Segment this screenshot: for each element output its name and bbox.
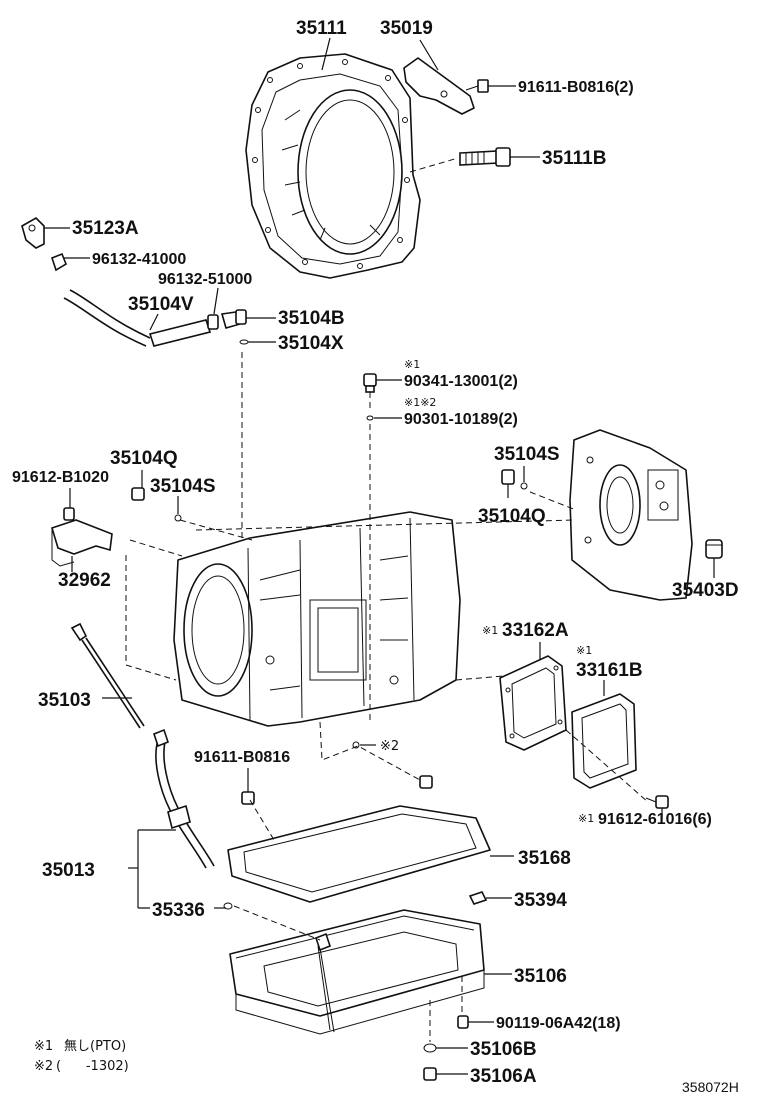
- clip-96132-51000-drawing: [207, 314, 219, 330]
- label-33161b: 33161B: [576, 660, 643, 681]
- label-35013: 35013: [42, 860, 95, 881]
- bolt-91612-61016-drawing: [645, 795, 669, 809]
- label-91611-b0816-2: 91611-B0816(2): [518, 79, 634, 96]
- oil-pan-35106-drawing: [229, 909, 485, 1035]
- o-ring-90301-10189-drawing: [366, 415, 374, 421]
- transmission-case-drawing: [173, 511, 461, 727]
- footnote-2-text: ( -1302): [56, 1059, 129, 1074]
- label-35111: 35111: [296, 18, 347, 39]
- plug-90341-13001-drawing: [363, 373, 377, 393]
- pan-gasket-35168-drawing: [227, 805, 491, 903]
- alignment-lines: [125, 157, 649, 1042]
- label-90301-10189-2: 90301-10189(2): [404, 411, 518, 428]
- label-96132-51000: 96132-51000: [158, 271, 252, 288]
- marker-1-b: ※1: [482, 624, 498, 637]
- label-35104x: 35104X: [278, 333, 344, 354]
- cover-33161b-drawing: [571, 693, 637, 789]
- leader-lines: [44, 37, 715, 1075]
- bracket-32962-drawing: [51, 519, 113, 567]
- label-35336: 35336: [152, 900, 205, 921]
- part-labels: 35111 35019 91611-B0816(2) 35111B 35123A…: [12, 18, 739, 1087]
- magnet-35394-drawing: [468, 891, 488, 905]
- label-91612-61016-6: 91612-61016(6): [598, 811, 712, 828]
- plug-35403d-drawing: [705, 539, 723, 559]
- footnote-2-mark: ※2: [34, 1059, 53, 1074]
- bolt-35111b-drawing: [459, 147, 511, 167]
- label-91612-b1020: 91612-B1020: [12, 469, 109, 486]
- label-96132-41000: 96132-41000: [92, 251, 186, 268]
- label-35104q-right: 35104Q: [478, 506, 546, 527]
- hose-35104v-drawing: [63, 289, 212, 347]
- filler-tube-35013-drawing: [153, 728, 215, 869]
- bracket-35019-drawing: [403, 57, 475, 115]
- label-35103: 35103: [38, 690, 91, 711]
- label-35394: 35394: [514, 890, 567, 911]
- left-fittings-drawing: [63, 487, 182, 522]
- label-35111b: 35111B: [542, 148, 606, 169]
- label-35123a: 35123A: [72, 218, 139, 239]
- o-ring-35104x-drawing: [239, 339, 249, 345]
- marker-2-a: ※2: [380, 739, 399, 754]
- gasket-33162a-drawing: [499, 655, 567, 751]
- label-35104s-right: 35104S: [494, 444, 560, 465]
- label-35168: 35168: [518, 848, 571, 869]
- label-35104b: 35104B: [278, 308, 345, 329]
- marker-1-c: ※1: [576, 644, 592, 657]
- clip-96132-41000-drawing: [51, 252, 67, 272]
- label-35019: 35019: [380, 18, 433, 39]
- label-35106: 35106: [514, 966, 567, 987]
- bolt-91611-b0816-drawing: [241, 741, 433, 805]
- label-35104q-left: 35104Q: [110, 448, 178, 469]
- footnote-1-mark: ※1: [34, 1039, 53, 1054]
- label-33162a: 33162A: [502, 620, 569, 641]
- marker-1-d: ※1: [578, 812, 594, 825]
- o-ring-35336-drawing: [223, 902, 233, 910]
- label-91611-b0816: 91611-B0816: [194, 749, 290, 766]
- right-fittings-drawing: [501, 469, 528, 490]
- extension-housing-drawing: [569, 429, 693, 601]
- label-35106b: 35106B: [470, 1039, 537, 1060]
- bolt-91611-b0816-2-drawing: [465, 79, 489, 93]
- label-90341-13001-2: 90341-13001(2): [404, 373, 518, 390]
- footnote-1-text: 無し(PTO): [64, 1039, 126, 1054]
- footnotes: ※1 無し(PTO) ※2 ( -1302): [34, 1039, 129, 1074]
- label-35104s-left: 35104S: [150, 476, 216, 497]
- union-35104b-drawing: [220, 309, 247, 329]
- marker-1-a: ※1: [404, 358, 420, 371]
- label-35104v: 35104V: [128, 294, 194, 315]
- label-35106a: 35106A: [470, 1066, 537, 1087]
- diagram-code: 358072H: [682, 1079, 739, 1095]
- label-35403d: 35403D: [672, 580, 739, 601]
- label-32962: 32962: [58, 570, 111, 591]
- marker-1-2: ※1※2: [404, 396, 436, 409]
- converter-housing-drawing: [245, 53, 421, 279]
- breather-plug-35123a-drawing: [21, 217, 45, 249]
- label-90119-06a42-18: 90119-06A42(18): [496, 1015, 621, 1032]
- dipstick-35103-drawing: [70, 622, 145, 729]
